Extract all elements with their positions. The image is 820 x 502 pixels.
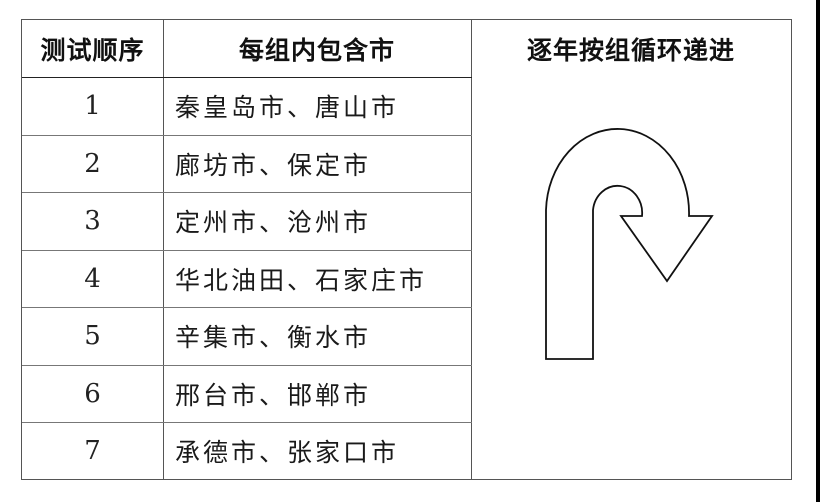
row-divider [22,250,472,251]
row-order-number: 7 [84,435,101,466]
row-divider [22,307,472,308]
test-order-table: 测试顺序 每组内包含市 逐年按组循环递进 1 秦皇岛市、唐山市 2 廊坊市、保定… [21,19,792,480]
row-cities: 廊坊市、保定市 [175,150,372,180]
header-divider [22,77,472,78]
column-divider [471,20,472,479]
row-order-number: 6 [84,378,101,409]
row-cities: 秦皇岛市、唐山市 [175,93,400,122]
row-cities: 邢台市、邯郸市 [175,380,372,410]
header-yearly-cycle: 逐年按组循环递进 [526,35,735,65]
header-test-order: 测试顺序 [40,35,145,65]
row-order-number: 5 [84,321,101,351]
row-order-number: 3 [84,206,101,236]
row-order-number: 2 [84,148,101,179]
column-divider [163,20,164,479]
row-divider [22,192,472,193]
row-order-number: 4 [84,263,101,294]
row-divider [22,135,472,136]
row-divider [22,422,472,423]
row-cities: 辛集市、衡水市 [175,323,372,352]
row-cities: 承德市、张家口市 [175,437,400,467]
row-cities: 华北油田、石家庄市 [175,265,428,295]
header-cities-per-group: 每组内包含市 [238,35,395,65]
edge-bar [816,0,820,502]
row-cities: 定州市、沧州市 [175,208,372,237]
row-divider [22,365,472,366]
row-order-number: 1 [84,91,101,121]
